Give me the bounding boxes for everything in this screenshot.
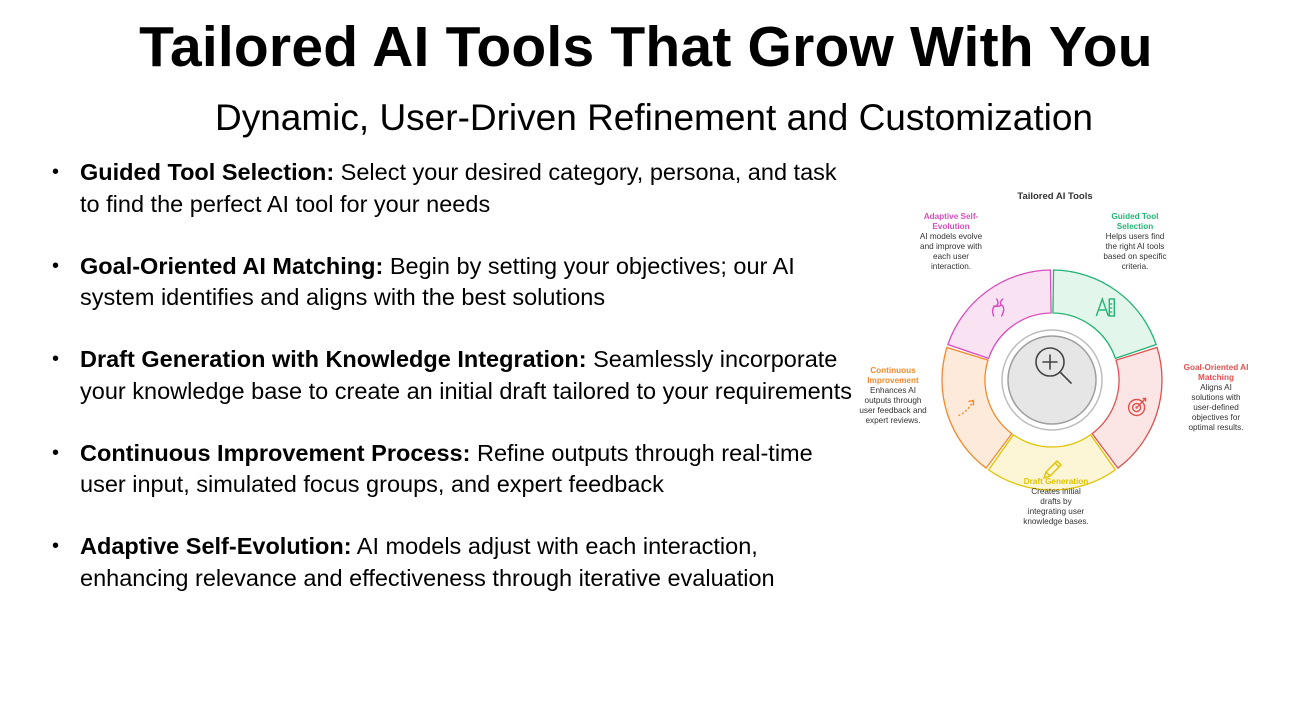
segment-description: interaction. <box>931 262 971 271</box>
segment-description: Enhances AI <box>870 386 916 395</box>
bullet-heading: Goal-Oriented AI Matching: <box>80 252 384 279</box>
cycle-segment <box>941 346 1013 469</box>
segment-description: AI models evolve <box>920 232 983 241</box>
segment-description: based on specific <box>1103 252 1166 261</box>
bullet-heading: Adaptive Self-Evolution: <box>80 533 352 559</box>
bullet-item: • Guided Tool Selection: Select your desi… <box>52 157 852 220</box>
bullet-item: • Adaptive Self-Evolution: AI models adju… <box>52 531 852 594</box>
cycle-diagram: Tailored AI Tools Guided ToolSelectionHe… <box>859 191 1248 526</box>
segment-description: drafts by <box>1040 497 1072 506</box>
segment-title: Matching <box>1198 373 1234 382</box>
segment-description: objectives for <box>1192 413 1241 422</box>
bullet-text: Begin by setting your objectives; our AI… <box>80 252 795 311</box>
growth-arrow-icon <box>958 399 975 417</box>
bullet-heading: Draft Generation with Knowledge Integrat… <box>80 346 587 372</box>
segment-description: user feedback and <box>859 406 927 415</box>
segment-title: Draft Generation <box>1024 477 1089 486</box>
segment-description: outputs through <box>865 396 922 405</box>
bullet-text: AI models adjust with each interaction, … <box>80 533 775 591</box>
bullet-item: • Goal-Oriented AI Matching: Begin by set… <box>52 251 852 314</box>
segment-title: Adaptive Self- <box>924 212 979 221</box>
bullet-item: • Continuous Improvement Process: Refine … <box>52 438 852 501</box>
segment-description: Aligns AI <box>1200 383 1232 392</box>
cycle-segment <box>1052 269 1157 360</box>
segment-description: the right AI tools <box>1106 242 1165 251</box>
pen-icon <box>1043 460 1062 479</box>
bullet-dot-icon: • <box>52 348 60 370</box>
ruler-pencil-icon <box>1095 296 1115 317</box>
segment-title: Goal-Oriented AI <box>1184 363 1249 372</box>
slide-title: Tailored AI Tools That Grow With You <box>139 15 1153 79</box>
segment-description: integrating user <box>1028 507 1085 516</box>
cycle-segment <box>947 269 1052 360</box>
bullet-heading: Continuous Improvement Process: <box>80 439 471 466</box>
cycle-segment <box>1091 346 1163 469</box>
hub <box>1001 329 1103 431</box>
bullet-item: • Draft Generation with Knowledge Integra… <box>52 344 852 407</box>
bullet-dot-icon: • <box>52 535 60 557</box>
segment-title: Evolution <box>932 222 969 231</box>
segment-description: user-defined <box>1193 403 1239 412</box>
magnifier-plus-icon <box>1035 347 1072 384</box>
segment-description: criteria. <box>1122 262 1149 271</box>
segment-description: Helps users find <box>1106 232 1165 241</box>
diagram-title: Tailored AI Tools <box>1017 191 1092 202</box>
segments-layer <box>941 269 1163 491</box>
bullet-text: Refine outputs through real-time user in… <box>80 439 813 498</box>
slide-subtitle: Dynamic, User-Driven Refinement and Cust… <box>214 97 1094 138</box>
hub-inner-circle <box>1007 335 1097 425</box>
segment-title: Selection <box>1117 222 1153 231</box>
bullet-dot-icon: • <box>52 161 60 183</box>
segment-description: optimal results. <box>1188 423 1243 432</box>
bullet-text: Seamlessly incorporate your knowledge ba… <box>80 346 853 404</box>
bullet-dot-icon: • <box>52 441 60 464</box>
bullet-heading: Guided Tool Selection: <box>80 159 335 185</box>
bullet-dot-icon: • <box>52 254 60 277</box>
segment-title: Guided Tool <box>1111 212 1158 221</box>
segment-description: solutions with <box>1191 393 1241 402</box>
segment-title: Continuous <box>870 366 916 375</box>
segment-description: knowledge bases. <box>1023 517 1089 526</box>
bullet-list: • Guided Tool Selection: Select your desi… <box>52 157 852 625</box>
target-icon <box>1127 397 1147 417</box>
segment-description: expert reviews. <box>865 416 920 425</box>
segment-description: and improve with <box>920 242 982 251</box>
segment-description: each user <box>933 252 969 261</box>
segment-description: Creates initial <box>1031 487 1081 496</box>
cycle-segment <box>987 433 1117 491</box>
segment-title: Improvement <box>867 376 919 385</box>
bullet-text: Select your desired category, persona, a… <box>80 159 837 217</box>
evolution-icon <box>991 298 1005 317</box>
